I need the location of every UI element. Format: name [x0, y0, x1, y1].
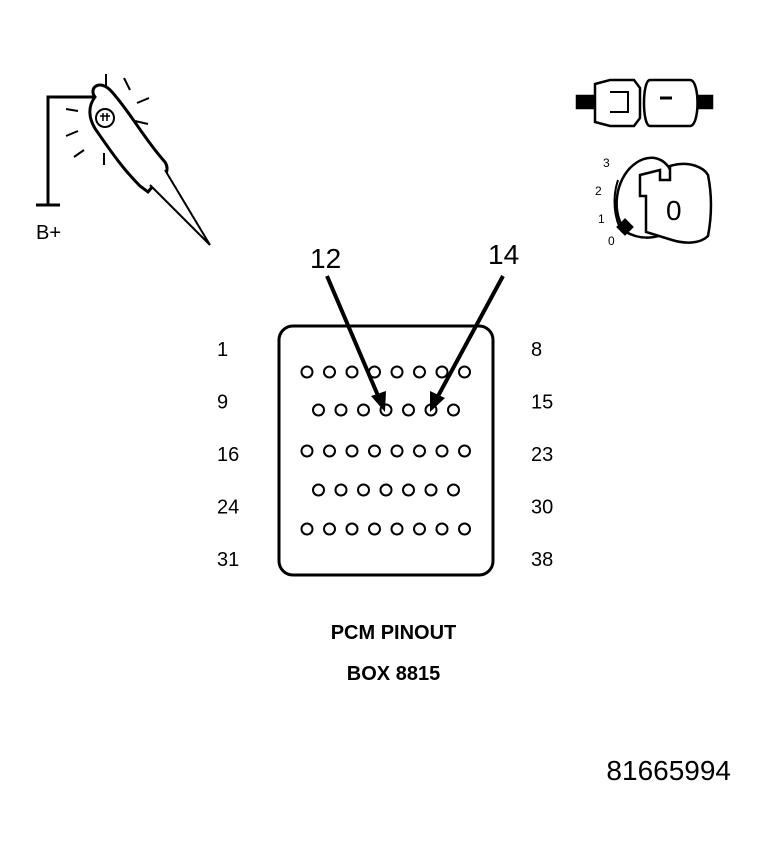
row-first-pin-label: 9	[217, 392, 228, 414]
test-light-icon	[36, 74, 211, 246]
row-first-pin-label: 31	[217, 549, 239, 571]
pin-hole	[323, 444, 336, 458]
row-labels: 1 8 9 15 16 23 24 30 31 38	[217, 339, 553, 571]
pin-hole	[447, 403, 460, 417]
pcm-connector-body	[277, 324, 495, 577]
pin-hole	[447, 483, 460, 497]
pin-hole	[323, 522, 336, 536]
pin-hole	[345, 365, 359, 379]
callout-label-14: 14	[488, 239, 519, 270]
pin-hole	[413, 444, 426, 458]
pin-hole	[312, 483, 325, 497]
pin-hole	[300, 365, 314, 379]
callout-arrow-12	[325, 275, 381, 399]
callout-arrowhead-12	[371, 391, 386, 412]
pin-hole	[323, 365, 336, 379]
pin-hole	[312, 403, 325, 417]
caption-title: PCM PINOUT	[330, 622, 457, 644]
ignition-position-2: 2	[595, 184, 602, 198]
pin-hole	[435, 365, 449, 379]
pin-hole	[424, 483, 438, 497]
pin-hole	[357, 403, 370, 417]
pin-hole	[345, 444, 359, 458]
pin-hole	[379, 483, 393, 497]
caption-subtitle: BOX 8815	[346, 663, 441, 685]
callout-arrowhead-14	[430, 391, 445, 412]
pin-hole	[368, 444, 381, 458]
row-last-pin-label: 8	[531, 339, 542, 361]
pin-hole	[390, 522, 404, 536]
row-last-pin-label: 23	[531, 444, 553, 466]
pin-hole	[368, 522, 381, 536]
pin-hole	[458, 365, 471, 379]
pin-hole	[345, 522, 359, 536]
b-plus-label: B+	[36, 222, 61, 244]
pin-hole	[334, 403, 348, 417]
pin-holes	[300, 365, 471, 536]
ignition-key-icon	[613, 156, 713, 244]
pin-hole	[357, 483, 370, 497]
pin-hole	[435, 522, 449, 536]
pin-hole	[300, 444, 314, 458]
pin-hole	[458, 522, 471, 536]
callout-arrows	[325, 275, 505, 412]
ignition-position-1: 1	[598, 212, 605, 226]
pin-hole	[300, 522, 314, 536]
row-last-pin-label: 15	[531, 392, 553, 414]
row-last-pin-label: 38	[531, 549, 553, 571]
callout-label-12: 12	[310, 243, 341, 274]
pin-hole	[458, 444, 471, 458]
pin-hole	[402, 483, 415, 497]
pin-hole	[390, 365, 404, 379]
pin-hole	[413, 522, 426, 536]
row-first-pin-label: 24	[217, 497, 239, 519]
pin-hole	[435, 444, 449, 458]
row-first-pin-label: 16	[217, 444, 239, 466]
callout-arrow-14	[435, 275, 505, 399]
pin-hole	[402, 403, 415, 417]
figure-number: 81665994	[606, 755, 731, 786]
row-last-pin-label: 30	[531, 497, 553, 519]
pin-hole	[413, 365, 426, 379]
disconnected-connector-icon	[575, 78, 714, 128]
ignition-position-3: 3	[603, 156, 610, 170]
row-first-pin-label: 1	[217, 339, 228, 361]
pin-hole	[334, 483, 348, 497]
pin-hole	[390, 444, 404, 458]
ignition-position-0: 0	[608, 234, 615, 248]
ignition-key-label: 0	[666, 195, 682, 226]
